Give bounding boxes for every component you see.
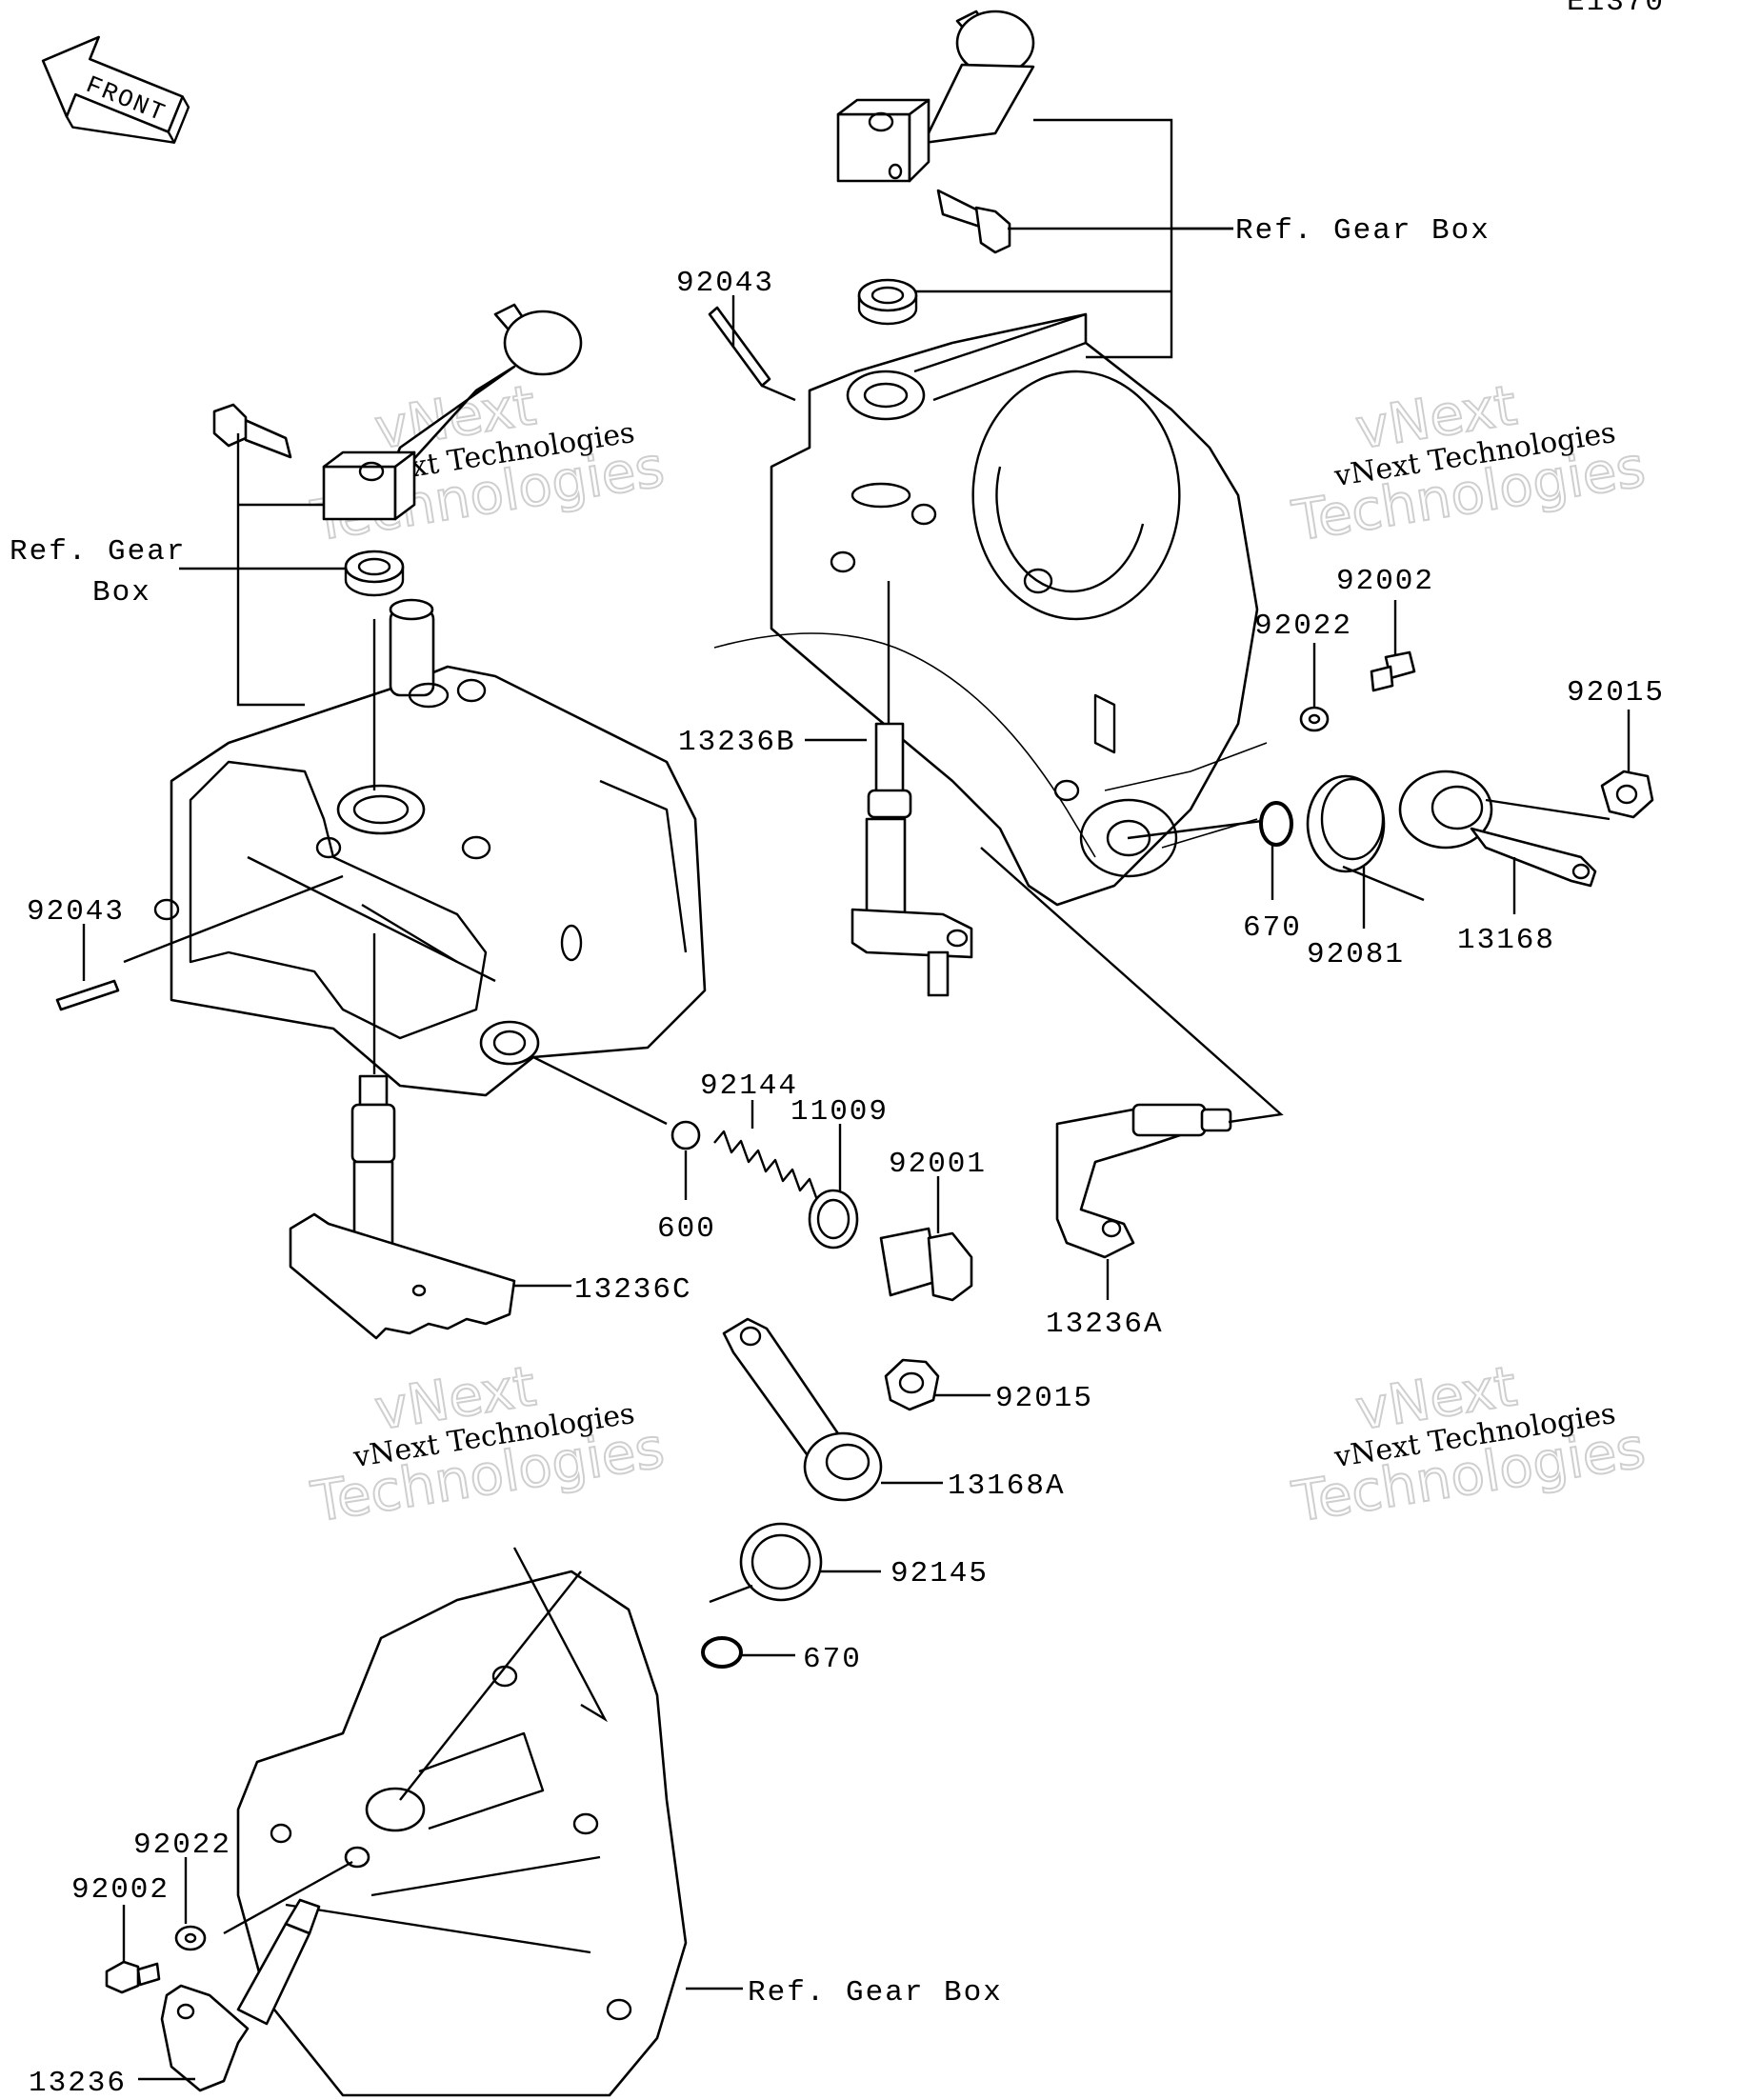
ball-600 (670, 1120, 701, 1150)
label-92144: 92144 (700, 1070, 798, 1103)
oring-670-bottom (701, 1636, 743, 1669)
label-92043-left: 92043 (27, 895, 125, 929)
watermark-bottom-left: vNext Technologies vNext Technologies (306, 1352, 670, 1535)
watermark-top-right: vNext Technologies vNext Technologies (1287, 371, 1651, 554)
label-13168: 13168 (1457, 924, 1555, 957)
spring-92145 (709, 1522, 823, 1604)
oring-670-right (1259, 801, 1293, 847)
leader-lines (82, 118, 1631, 2081)
spring-92081 (1306, 774, 1425, 902)
label-92002-right: 92002 (1336, 565, 1434, 598)
label-92043-top: 92043 (676, 267, 774, 300)
label-670-bottom: 670 (803, 1643, 862, 1676)
label-ref-gear-box-bottom: Ref. Gear Box (748, 1976, 1003, 2010)
label-13236: 13236 (29, 2067, 127, 2100)
bolt-92002-bottom (105, 1960, 161, 1994)
washer-92022-right (1299, 706, 1330, 732)
label-ref-gear-box-left-l2: Box (92, 576, 151, 610)
label-92001: 92001 (889, 1148, 987, 1181)
gearbox-housing-left (153, 598, 707, 1097)
washer-92022-bottom (174, 1925, 207, 1951)
label-11009: 11009 (790, 1095, 889, 1129)
label-92002-bottom: 92002 (71, 1873, 170, 1907)
arm-13168 (1398, 770, 1597, 888)
nut-92015-right (1600, 770, 1654, 819)
label-92081: 92081 (1307, 938, 1405, 971)
shaft-13236B (850, 722, 973, 997)
shift-arm-left (322, 303, 583, 521)
spring-92144 (713, 1130, 819, 1201)
shaft-13236C (289, 1074, 516, 1340)
bolt-left (212, 403, 292, 459)
label-13236C: 13236C (574, 1273, 692, 1307)
label-92015-right: 92015 (1567, 676, 1665, 710)
watermark-bottom-right: vNext Technologies vNext Technologies (1287, 1352, 1651, 1535)
gearbox-housing-right (713, 312, 1268, 907)
bolt-92002-right (1370, 650, 1416, 692)
diagram-id: E1370 (1567, 0, 1665, 19)
front-arrow-icon: FRONT (41, 35, 190, 144)
label-670-right: 670 (1243, 911, 1302, 945)
plug-92001 (879, 1227, 973, 1302)
label-600: 600 (657, 1212, 716, 1246)
gearbox-housing-bottom (236, 1570, 688, 2097)
label-92022-right: 92022 (1254, 610, 1352, 643)
shaft-13236 (160, 1898, 321, 2092)
shaft-13236A (1055, 1103, 1232, 1259)
shift-arm-top (836, 10, 1035, 183)
label-92145: 92145 (891, 1557, 989, 1590)
pin-92043-top (708, 306, 771, 388)
label-92015-mid: 92015 (995, 1382, 1093, 1415)
label-13236A: 13236A (1046, 1308, 1164, 1341)
arm-13168A (722, 1317, 883, 1502)
label-13168A: 13168A (948, 1470, 1066, 1503)
label-ref-gear-box-top: Ref. Gear Box (1235, 214, 1491, 248)
nut-92015-mid (884, 1358, 940, 1411)
seal-top (857, 278, 918, 326)
bolt-top (936, 189, 1011, 254)
label-13236B: 13236B (678, 726, 796, 759)
label-92022-bottom: 92022 (133, 1829, 231, 1862)
label-ref-gear-box-left-l1: Ref. Gear (10, 535, 186, 569)
pin-92043-left (55, 979, 120, 1011)
washer-11009 (808, 1189, 859, 1250)
seal-left (344, 550, 405, 597)
